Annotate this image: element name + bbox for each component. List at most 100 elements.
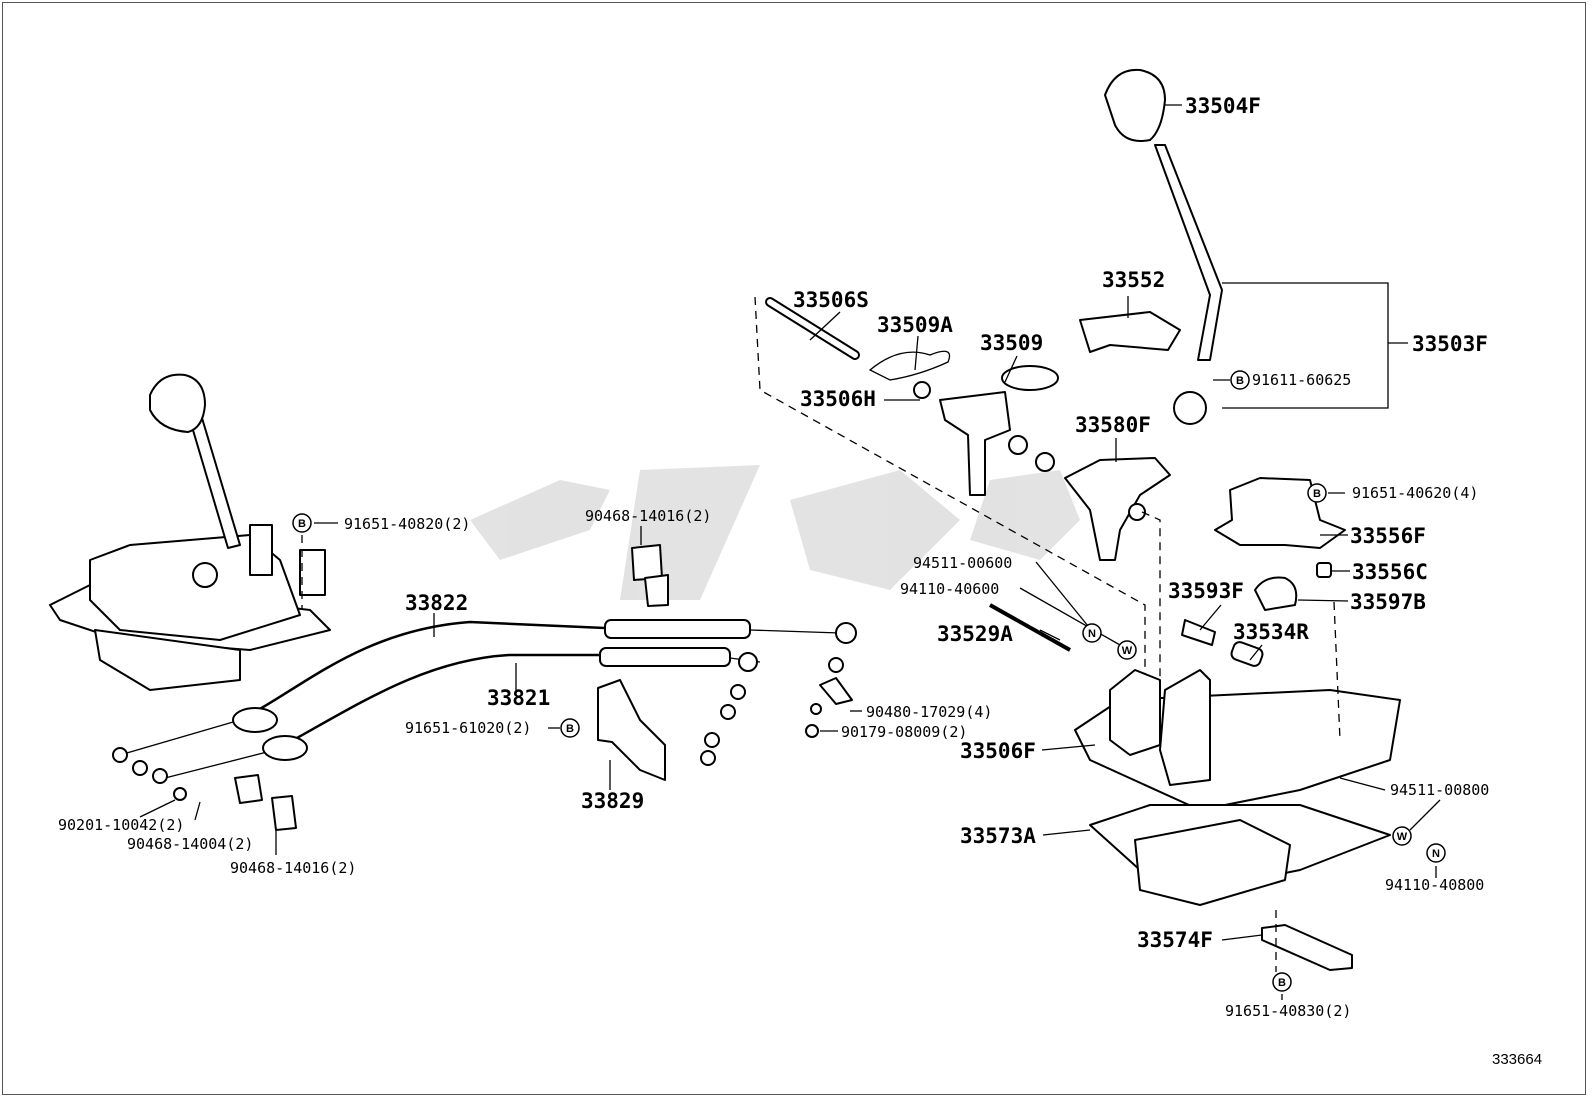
svg-text:B: B: [1236, 375, 1244, 387]
cable-end: [835, 622, 857, 644]
support-33506F: [1159, 669, 1211, 786]
shifter-assembly-left: [49, 373, 331, 691]
label-90480-17029: 90480-17029(4): [866, 703, 992, 721]
svg-text:B: B: [566, 723, 574, 735]
ball-joint: [1173, 391, 1207, 425]
clip: [234, 774, 263, 804]
washer: [810, 703, 822, 715]
lever-33580F: [1064, 457, 1171, 561]
label-94511-00800: 94511-00800: [1390, 781, 1489, 799]
collar: [1128, 503, 1146, 521]
shift-lever-right: [754, 68, 1408, 972]
nut-symbol-icon: N: [1426, 843, 1446, 863]
bracket-plate: [299, 549, 326, 596]
washer: [730, 684, 746, 700]
bolt-symbol-icon: B: [1230, 370, 1250, 390]
label-33829: 33829: [581, 789, 644, 813]
svg-text:W: W: [1122, 645, 1133, 657]
leader-dash: [1333, 601, 1341, 741]
label-91651-61020: 91651-61020(2): [405, 719, 531, 737]
lever-rod: [1154, 144, 1223, 361]
watermark-shape: [470, 480, 610, 560]
cable-fitting: [232, 707, 278, 733]
label-33574F: 33574F: [1137, 928, 1213, 952]
clip: [271, 795, 297, 831]
cable-rod: [749, 629, 841, 634]
bolt-symbol-icon: B: [292, 513, 312, 533]
label-33597B: 33597B: [1350, 590, 1426, 614]
label-90201-10042: 90201-10042(2): [58, 816, 184, 834]
label-33509: 33509: [980, 331, 1043, 355]
label-33506F: 33506F: [960, 739, 1036, 763]
lever-33509: [939, 391, 1011, 496]
label-91651-40820: 91651-40820(2): [344, 515, 470, 533]
bushing: [1008, 435, 1028, 455]
label-94110-40600: 94110-40600: [900, 580, 999, 598]
watermark-shape: [790, 470, 960, 590]
cable-end: [132, 760, 148, 776]
slot-bracket: [1001, 365, 1059, 391]
label-90468-14016-bottom: 90468-14016(2): [230, 859, 356, 877]
plate-33574F: [1261, 924, 1353, 971]
washer-symbol-icon: W: [1117, 640, 1137, 660]
bushing: [1035, 452, 1055, 472]
label-91651-40620: 91651-40620(4): [1352, 484, 1478, 502]
label-33504F: 33504F: [1185, 94, 1261, 118]
washer: [828, 657, 844, 673]
cable-end: [173, 787, 187, 801]
support-33506F: [1109, 669, 1161, 756]
leader-dash: [1141, 511, 1161, 690]
cable-boot: [604, 619, 751, 639]
label-90179-08009: 90179-08009(2): [841, 723, 967, 741]
mechanism-block: [89, 534, 301, 641]
label-33506H: 33506H: [800, 387, 876, 411]
label-33573A: 33573A: [960, 824, 1036, 848]
bushing-33534R: [1230, 641, 1264, 667]
cable-33822: [239, 620, 606, 722]
part-labels: 33504F 33552 33503F 33506S 33509A 33509 …: [58, 94, 1542, 1068]
pivot: [192, 562, 218, 588]
watermark-shape: [970, 470, 1080, 560]
label-33529A: 33529A: [937, 622, 1013, 646]
nut: [700, 750, 716, 766]
washer: [704, 732, 720, 748]
collar: [913, 381, 931, 399]
svg-text:N: N: [1432, 848, 1440, 860]
label-33822: 33822: [405, 591, 468, 615]
washer: [720, 704, 736, 720]
knob-33597B: [1254, 576, 1298, 611]
cable-bracket-33829: [597, 679, 666, 781]
label-33509A: 33509A: [877, 313, 953, 337]
lower-housing: [94, 629, 241, 691]
cable-rod: [119, 719, 241, 756]
knob-33504F: [1104, 68, 1166, 142]
housing-33573A: [1134, 819, 1291, 906]
spring-33509A: [868, 350, 951, 381]
clip: [644, 574, 669, 607]
label-90468-14016-top: 90468-14016(2): [585, 507, 711, 525]
cables: [112, 544, 857, 831]
bracket-plate: [249, 524, 273, 576]
label-33534R: 33534R: [1233, 620, 1309, 644]
cable-end: [152, 768, 168, 784]
lever-arm-33552: [1079, 311, 1181, 353]
label-33593F: 33593F: [1168, 579, 1244, 603]
cable-boot: [599, 647, 731, 667]
bolt-symbol-icon: B: [1307, 483, 1327, 503]
leader-dash: [754, 296, 1146, 690]
cable-end: [738, 652, 758, 672]
bolt-33529A: [989, 603, 1071, 652]
label-90468-14004: 90468-14004(2): [127, 835, 253, 853]
diagram-id: 333664: [1492, 1051, 1542, 1068]
bolt-symbol-icon: B: [1272, 972, 1292, 992]
svg-text:B: B: [1313, 488, 1321, 500]
nut-symbol-icon: N: [1082, 623, 1102, 643]
label-94511-00600: 94511-00600: [913, 554, 1012, 572]
svg-text:B: B: [1278, 977, 1286, 989]
svg-text:B: B: [298, 518, 306, 530]
pin-33506S-core: [767, 299, 858, 358]
bolt-symbol-icon: B: [560, 718, 580, 738]
leader-lines: [139, 104, 1441, 1000]
shift-lever-shaft: [189, 417, 241, 549]
